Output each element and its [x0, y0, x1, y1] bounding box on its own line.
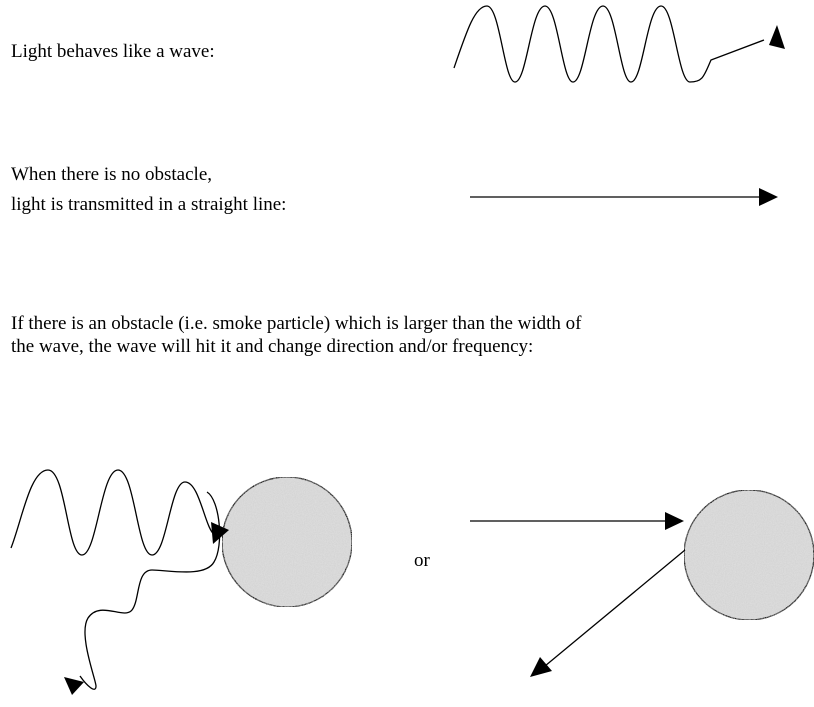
arrowhead-icon — [759, 188, 778, 206]
no-obstacle-caption-line2: light is transmitted in a straight line: — [11, 194, 287, 215]
obstacle-caption-line1: If there is an obstacle (i.e. smoke part… — [11, 313, 582, 334]
arrowhead-icon — [665, 512, 684, 530]
no-obstacle-caption-line1: When there is no obstacle, — [11, 164, 213, 185]
light-wave — [453, 5, 765, 83]
arrowhead-icon — [769, 25, 785, 49]
scattered-wave — [79, 491, 221, 690]
smoke-particle-icon — [683, 489, 814, 621]
wave-caption: Light behaves like a wave: — [11, 41, 215, 62]
obstacle-caption-line2: the wave, the wave will hit it and chang… — [11, 336, 534, 357]
incoming-wave — [10, 469, 216, 556]
smoke-particle-icon — [221, 476, 353, 608]
arrowhead-icon — [64, 677, 84, 695]
or-connector: or — [414, 550, 430, 571]
arrowhead-icon — [530, 657, 552, 677]
scattered-straight-line — [544, 549, 686, 667]
